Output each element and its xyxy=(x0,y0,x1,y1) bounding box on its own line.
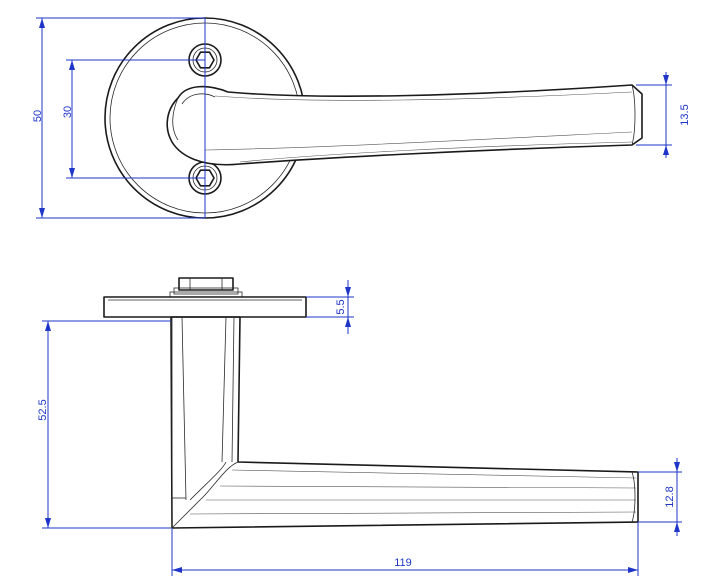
dim-neck-height-label: 52.5 xyxy=(37,399,49,420)
dim-screw-spacing-label: 30 xyxy=(62,106,74,118)
lever-side-view xyxy=(170,316,639,529)
dim-handle-end-side: 12.8 xyxy=(638,458,682,536)
dim-handle-end-top: 13.5 xyxy=(636,72,691,158)
dim-handle-end-top-label: 13.5 xyxy=(679,104,691,125)
dim-overall-length-label: 119 xyxy=(394,557,412,569)
spindle-boss xyxy=(169,277,243,298)
lever-top-view xyxy=(166,84,643,166)
dim-rose-thickness: 5.5 xyxy=(306,280,354,334)
dim-overall-length: 119 xyxy=(171,522,639,576)
top-view xyxy=(104,17,643,219)
dim-rose-outer: 50 xyxy=(32,17,205,219)
dim-screw-spacing: 30 xyxy=(62,59,205,179)
dim-rose-outer-label: 50 xyxy=(32,110,44,122)
dim-rose-thickness-label: 5.5 xyxy=(335,299,347,314)
side-view xyxy=(103,277,639,529)
dim-neck-height: 52.5 xyxy=(37,320,171,529)
dim-handle-end-side-label: 12.8 xyxy=(664,486,676,507)
dimension-layer: 50 30 13.5 5.5 xyxy=(32,17,691,576)
